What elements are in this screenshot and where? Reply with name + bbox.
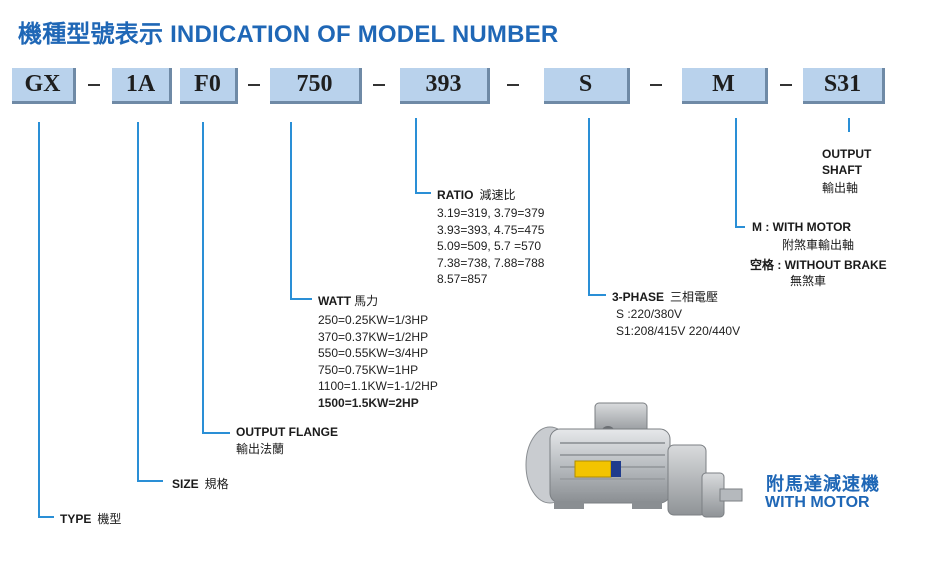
leader-motor-h [735,226,745,228]
leader-shaft [848,118,850,132]
ratio-value: 7.38=738, 7.88=788 [437,255,545,270]
leader-watt-h [290,298,312,300]
watt-value: 370=0.37KW=1/2HP [318,329,429,344]
leader-motor [735,118,737,228]
leader-size [137,122,139,482]
leader-ratio-h [415,192,431,194]
watt-value: 250=0.25KW=1/3HP [318,313,429,327]
watt-values: 250=0.25KW=1/3HP 370=0.37KW=1/2HP 550=0.… [318,312,438,411]
separator [248,84,260,86]
leader-phase [588,118,590,296]
code-size: 1A [112,68,172,104]
code-watt: 750 [270,68,362,104]
label-flange-zh: 輸出法蘭 [236,442,285,456]
leader-type-h [38,516,54,518]
page-title: 機種型號表示 INDICATION OF MODEL NUMBER [18,21,559,48]
watt-value: 750=0.75KW=1HP [318,362,419,377]
code-type: GX [12,68,76,104]
leader-watt [290,122,292,300]
label-shaft-2: SHAFT [822,163,862,177]
leader-ratio [415,118,417,194]
label-flange: OUTPUT FLANGE [236,425,338,439]
label-brake-zh: 無煞車 [790,274,827,288]
phase-value: S :220/380V [616,307,683,321]
separator [507,84,519,86]
label-brake: 空格 : WITHOUT BRAKE [750,258,887,272]
separator [780,84,792,86]
label-motor-zh: 附煞車輸出軸 [782,238,855,252]
phase-values: S :220/380V S1:208/415V 220/440V [616,306,740,339]
watt-value: 550=0.55KW=3/4HP [318,346,429,360]
caption-zh: 附馬達減速機 [766,474,880,494]
leader-flange [202,122,204,434]
separator [650,84,662,86]
ratio-value: 3.19=319, 3.79=379 [437,206,545,220]
watt-value: 1500=1.5KW=2HP [318,395,419,410]
separator [373,84,385,86]
leader-phase-h [588,294,606,296]
ratio-value: 8.57=857 [437,272,488,286]
leader-flange-h [202,432,230,434]
watt-value: 1100=1.1KW=1-1/2HP [318,379,438,393]
leader-size-h [137,480,163,482]
label-shaft-1: OUTPUT [822,147,872,161]
code-phase: S [544,68,630,104]
leader-type [38,122,40,518]
ratio-value: 5.09=509, 5.7 =570 [437,239,542,253]
code-flange: F0 [180,68,238,104]
code-ratio: 393 [400,68,490,104]
code-shaft: S31 [803,68,885,104]
label-motor: M : WITH MOTOR [752,220,852,234]
separator [88,84,100,86]
code-motor: M [682,68,768,104]
ratio-values: 3.19=319, 3.79=379 3.93=393, 4.75=475 5.… [437,205,544,288]
ratio-value: 3.93=393, 4.75=475 [437,222,545,237]
caption-en: WITH MOTOR [765,494,870,511]
gear-motor-image [525,402,743,518]
label-shaft-zh: 輸出軸 [822,181,859,195]
phase-value: S1:208/415V 220/440V [616,323,741,338]
